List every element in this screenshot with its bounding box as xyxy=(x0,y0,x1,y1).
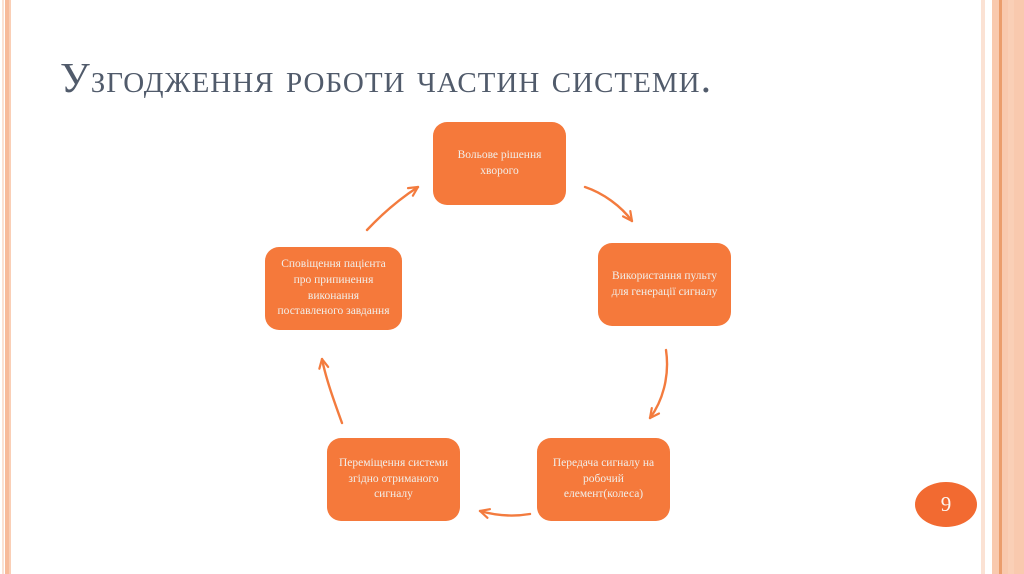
page-number: 9 xyxy=(940,492,952,516)
node-signal-transfer-wheels: Передача сигналу на робочий елемент(коле… xyxy=(537,438,670,521)
node-label: Вольове рішення хворого xyxy=(457,148,542,177)
node-label: Передача сигналу на робочий елемент(коле… xyxy=(552,457,655,501)
arrow-bottom-left-to-left xyxy=(318,357,344,425)
node-label: Сповіщення пацієнта про припинення викон… xyxy=(277,258,390,318)
node-system-movement: Переміщення системи згідно отриманого си… xyxy=(327,438,460,521)
left-edge-stripe-inner xyxy=(9,0,11,574)
arrow-bottom-right-to-bottom-left xyxy=(478,508,532,519)
node-remote-signal-generation: Використання пульту для генерації сигнал… xyxy=(598,243,731,326)
right-edge-band-dark-stripe xyxy=(999,0,1002,574)
node-label: Використання пульту для генерації сигнал… xyxy=(611,269,718,298)
node-patient-notification: Сповіщення пацієнта про припинення викон… xyxy=(265,247,402,330)
left-edge-stripe-outer xyxy=(2,0,4,574)
right-edge-band-pale-stripe xyxy=(1008,0,1014,574)
slide-title: Узгодження роботи частин системи. xyxy=(60,56,713,102)
page-number-badge: 9 xyxy=(915,482,977,527)
arrow-right-to-bottom-right xyxy=(648,348,669,420)
arrow-left-to-top xyxy=(365,185,420,232)
right-edge-stripe-thin xyxy=(981,0,985,574)
node-label: Переміщення системи згідно отриманого си… xyxy=(338,457,449,501)
arrow-top-to-right xyxy=(583,185,634,223)
node-voluntary-decision: Вольове рішення хворого xyxy=(433,122,566,205)
left-edge-stripe-main xyxy=(5,0,9,574)
